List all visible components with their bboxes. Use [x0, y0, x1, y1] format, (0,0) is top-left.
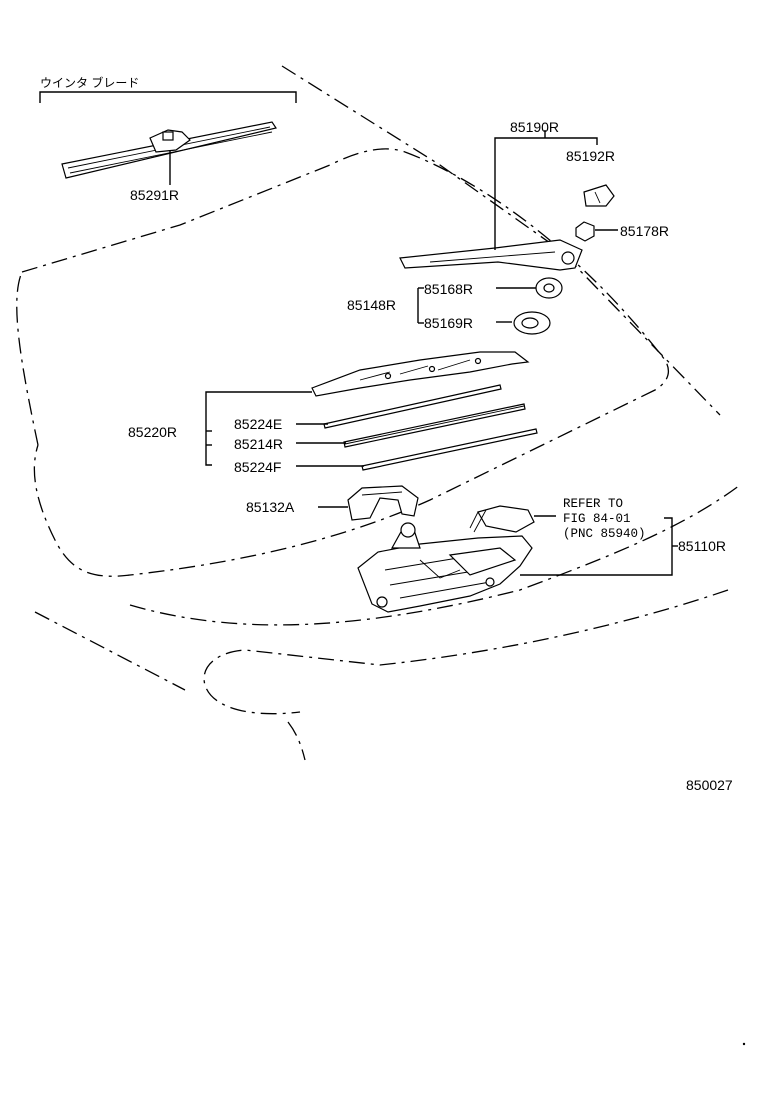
scan-speck	[742, 1042, 746, 1046]
body-outline	[16, 65, 741, 761]
refer-note-line3: (PNC 85940)	[563, 527, 646, 541]
callout-85178R: 85178R	[620, 223, 669, 239]
callout-85148R: 85148R	[347, 297, 396, 313]
blade-group-label: ウインタ ブレード	[40, 75, 139, 90]
wiper-motor-part: REFER TO FIG 84-01 (PNC 85940) 85110R	[357, 497, 726, 613]
callout-85220R: 85220R	[128, 424, 177, 440]
blade-group-bracket: ウインタ ブレード	[39, 75, 297, 103]
callout-85224F: 85224F	[234, 459, 281, 475]
callout-85291R: 85291R	[130, 187, 179, 203]
grommet-part: 85132A	[246, 485, 419, 521]
winter-blade-part: 85291R	[61, 121, 277, 203]
callout-85214R: 85214R	[234, 436, 283, 452]
seal-group: 85148R 85168R 85169R	[347, 277, 563, 335]
callout-85190R: 85190R	[510, 119, 559, 135]
wiper-arm-part: 85190R	[399, 119, 598, 271]
refer-note-line1: REFER TO	[563, 497, 623, 511]
callout-85132A: 85132A	[246, 499, 295, 515]
refer-note-line2: FIG 84-01	[563, 512, 631, 526]
callout-85110R: 85110R	[678, 538, 726, 554]
callout-85224E: 85224E	[234, 416, 282, 432]
cap-part: 85192R	[566, 148, 615, 207]
blade-assembly-part: 85220R 85224E 85214R 85224F	[128, 351, 538, 475]
callout-85192R: 85192R	[566, 148, 615, 164]
callout-85168R: 85168R	[424, 281, 473, 297]
callout-85169R: 85169R	[424, 315, 473, 331]
nut-part: 85178R	[575, 221, 669, 242]
figure-id: 850027	[686, 777, 733, 793]
